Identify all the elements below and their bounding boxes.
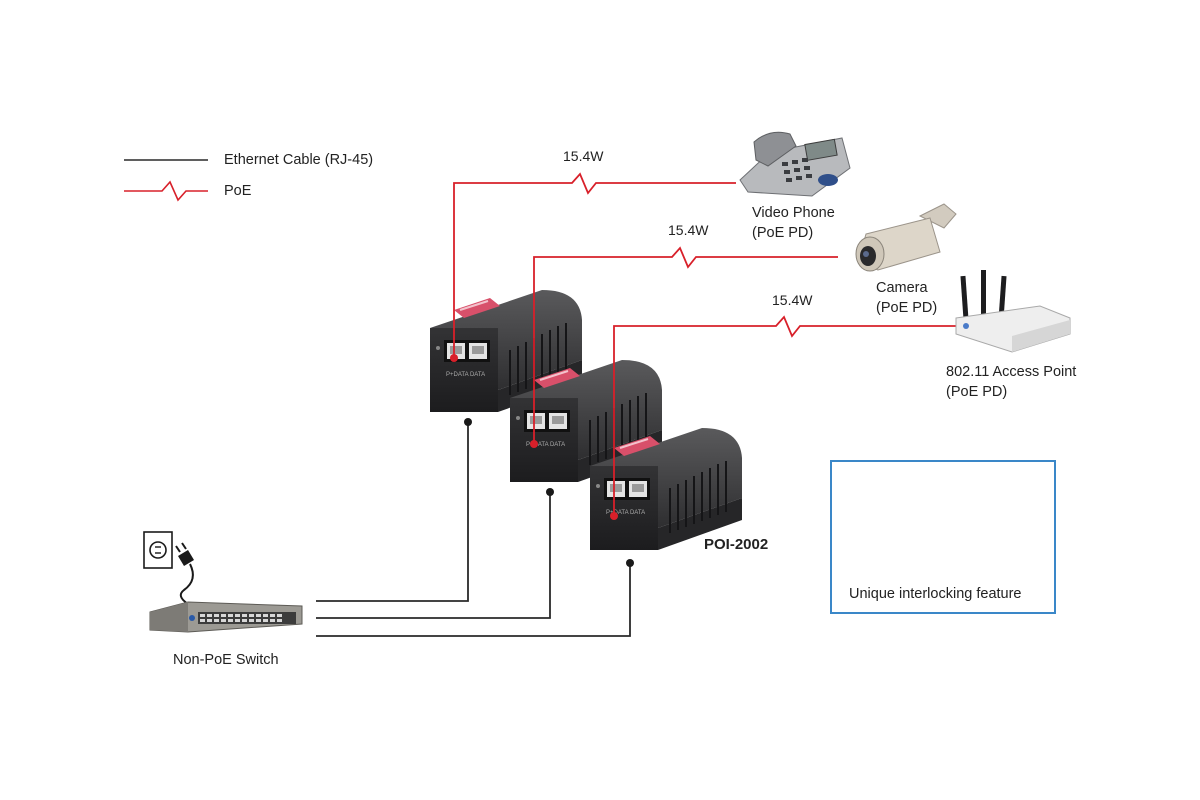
poe-node: [610, 512, 618, 520]
inset-caption: Unique interlocking feature: [849, 586, 1022, 602]
power-label-ap: 15.4W: [772, 292, 813, 308]
network-switch-icon: [149, 601, 303, 633]
access-point-label: 802.11 Access Point (PoE PD): [946, 364, 1077, 400]
interlocking-inset: [830, 460, 1056, 614]
access-point-icon: [955, 270, 1071, 353]
poe-node: [530, 440, 538, 448]
video-phone-icon: [739, 131, 851, 197]
cable-node: [464, 418, 472, 426]
legend-poe-line: [124, 180, 208, 202]
legend-poe-label: PoE: [224, 183, 252, 199]
poe-cables: [453, 172, 958, 516]
video-phone-label: Video Phone (PoE PD): [752, 205, 835, 241]
cable-node: [546, 488, 554, 496]
power-plug-icon: [175, 542, 194, 605]
legend-ethernet-label: Ethernet Cable (RJ-45): [224, 152, 374, 168]
injector-model-label: POI-2002: [704, 536, 769, 553]
camera-label: Camera (PoE PD): [876, 280, 938, 316]
ethernet-cables: [316, 422, 631, 637]
poe-node: [450, 354, 458, 362]
power-outlet-icon: [143, 531, 173, 569]
cable-node: [626, 559, 634, 567]
camera-icon: [855, 203, 957, 272]
switch-label: Non-PoE Switch: [173, 652, 279, 668]
power-label-camera: 15.4W: [668, 222, 709, 238]
power-label-phone: 15.4W: [563, 148, 604, 164]
